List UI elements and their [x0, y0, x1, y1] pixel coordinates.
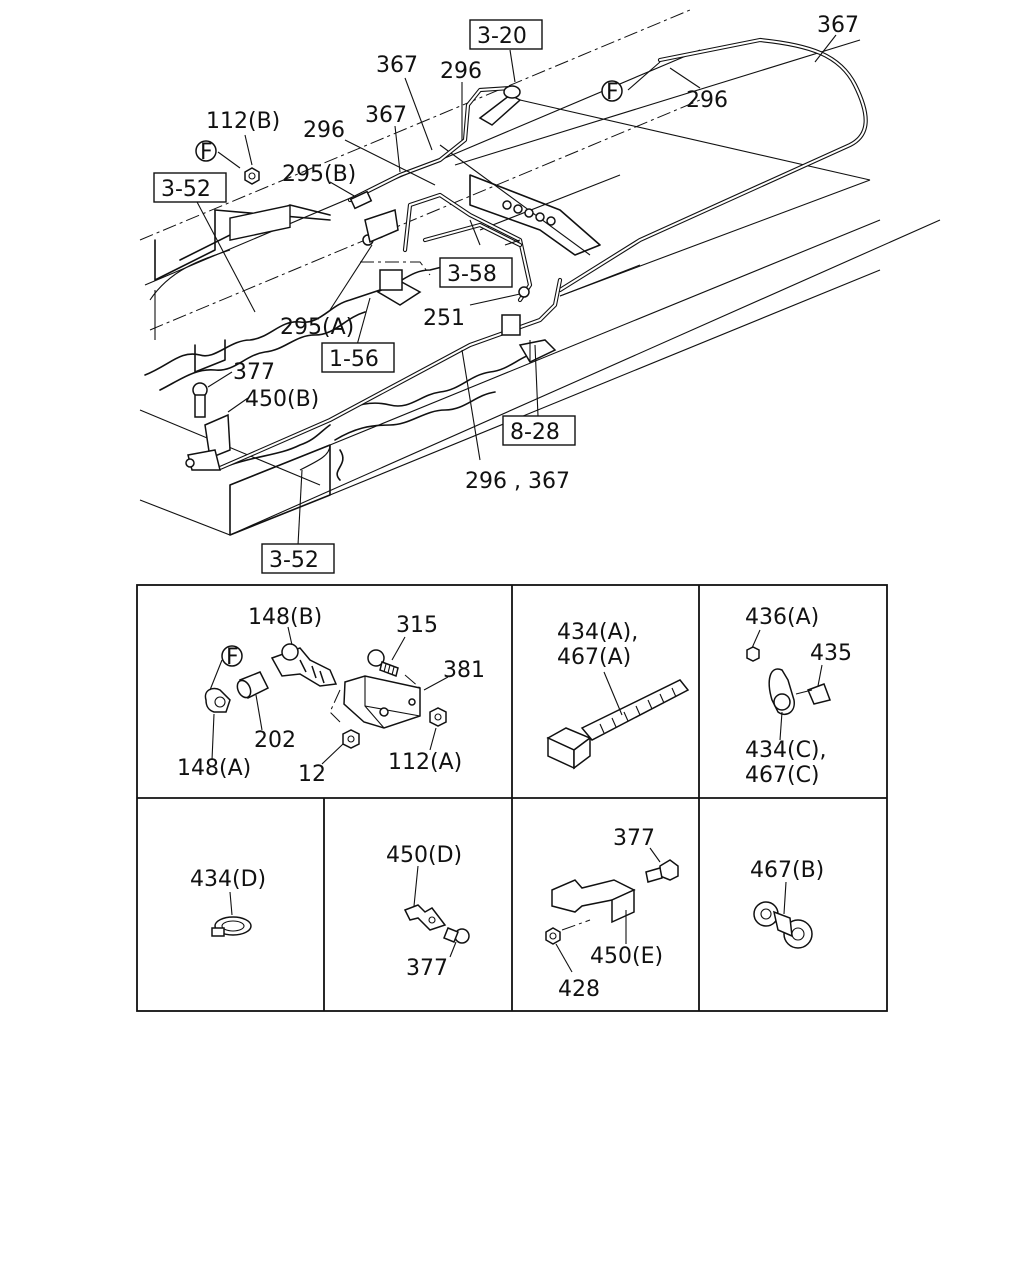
ref-box-1-56: [321, 342, 395, 373]
crossmember-holes: [502, 200, 556, 226]
label-428: 428: [558, 977, 600, 1002]
label-450-e: 450(E): [590, 944, 663, 969]
label-12: 12: [298, 762, 326, 787]
label-315: 315: [396, 613, 438, 638]
panel-connector-assembly: 148(B) 315 F 381 202 148(A) 12 112(A): [177, 605, 485, 787]
label-367-top: 367: [817, 13, 859, 38]
label-f-left: F: [200, 140, 213, 165]
label-148-b: 148(B): [248, 605, 322, 630]
label-434-a: 434(A),: [557, 620, 638, 645]
panel-bracket-450d: 450(D) 377: [386, 843, 470, 981]
ref-box-3-20: [469, 19, 543, 50]
ref-3-52-top: 3-52: [161, 177, 211, 202]
label-295-b: 295(B): [282, 162, 356, 187]
label-467-b: 467(B): [750, 858, 824, 883]
label-467-c: 467(C): [745, 763, 820, 788]
label-381: 381: [443, 658, 485, 683]
label-296-c: 296: [303, 118, 345, 143]
panel-hose-clamp: 434(D): [190, 867, 266, 937]
label-377-p5: 377: [406, 956, 448, 981]
label-296-b: 296: [686, 88, 728, 113]
label-436-a: 436(A): [745, 605, 819, 630]
label-112-b: 112(B): [206, 109, 280, 134]
chassis-components: [185, 85, 557, 471]
label-296-a: 296: [440, 59, 482, 84]
label-450-b: 450(B): [245, 387, 319, 412]
ref-1-56: 1-56: [329, 347, 379, 372]
label-295-a: 295(A): [280, 315, 354, 340]
panel-cable-tie: 434(A), 467(A): [546, 620, 690, 770]
label-f-panel: F: [226, 645, 239, 670]
ref-3-58: 3-58: [447, 262, 497, 287]
label-377: 377: [233, 360, 275, 385]
label-112-a: 112(A): [388, 750, 462, 775]
label-148-a: 148(A): [177, 756, 251, 781]
fuel-pipes: [197, 37, 868, 471]
panel-bracket-450e: 377 450(E) 428: [545, 826, 679, 1002]
ref-box-3-52-top: [153, 172, 227, 203]
ref-3-52-bottom: 3-52: [269, 548, 319, 573]
label-435: 435: [810, 641, 852, 666]
ref-3-20: 3-20: [477, 24, 527, 49]
ref-box-8-28: [502, 415, 576, 446]
label-377-p6: 377: [613, 826, 655, 851]
f-marker-left: [195, 140, 217, 162]
chassis-leaders: [195, 34, 837, 546]
label-202: 202: [254, 728, 296, 753]
label-434-d: 434(D): [190, 867, 266, 892]
chassis-frame: [139, 9, 941, 536]
panel-clip: 436(A) 435 434(C), 467(C): [745, 605, 852, 788]
label-434-c: 434(C),: [745, 738, 827, 763]
label-f-top: F: [606, 80, 619, 105]
chassis-labels: 367 3-20 367 296 F 296 112(B) 296 367 F …: [153, 13, 859, 574]
label-251: 251: [423, 306, 465, 331]
label-367-b: 367: [365, 103, 407, 128]
ref-box-3-52-bottom: [261, 543, 335, 574]
ref-box-3-58: [439, 257, 513, 288]
label-467-a: 467(A): [557, 645, 631, 670]
panel-clip-467b: 467(B): [750, 858, 824, 949]
f-marker-top: [601, 80, 623, 102]
label-296-367: 296 , 367: [465, 469, 570, 494]
label-450-d: 450(D): [386, 843, 462, 868]
detail-panel-grid: [136, 584, 888, 1012]
ref-8-28: 8-28: [510, 420, 560, 445]
label-367-a: 367: [376, 53, 418, 78]
